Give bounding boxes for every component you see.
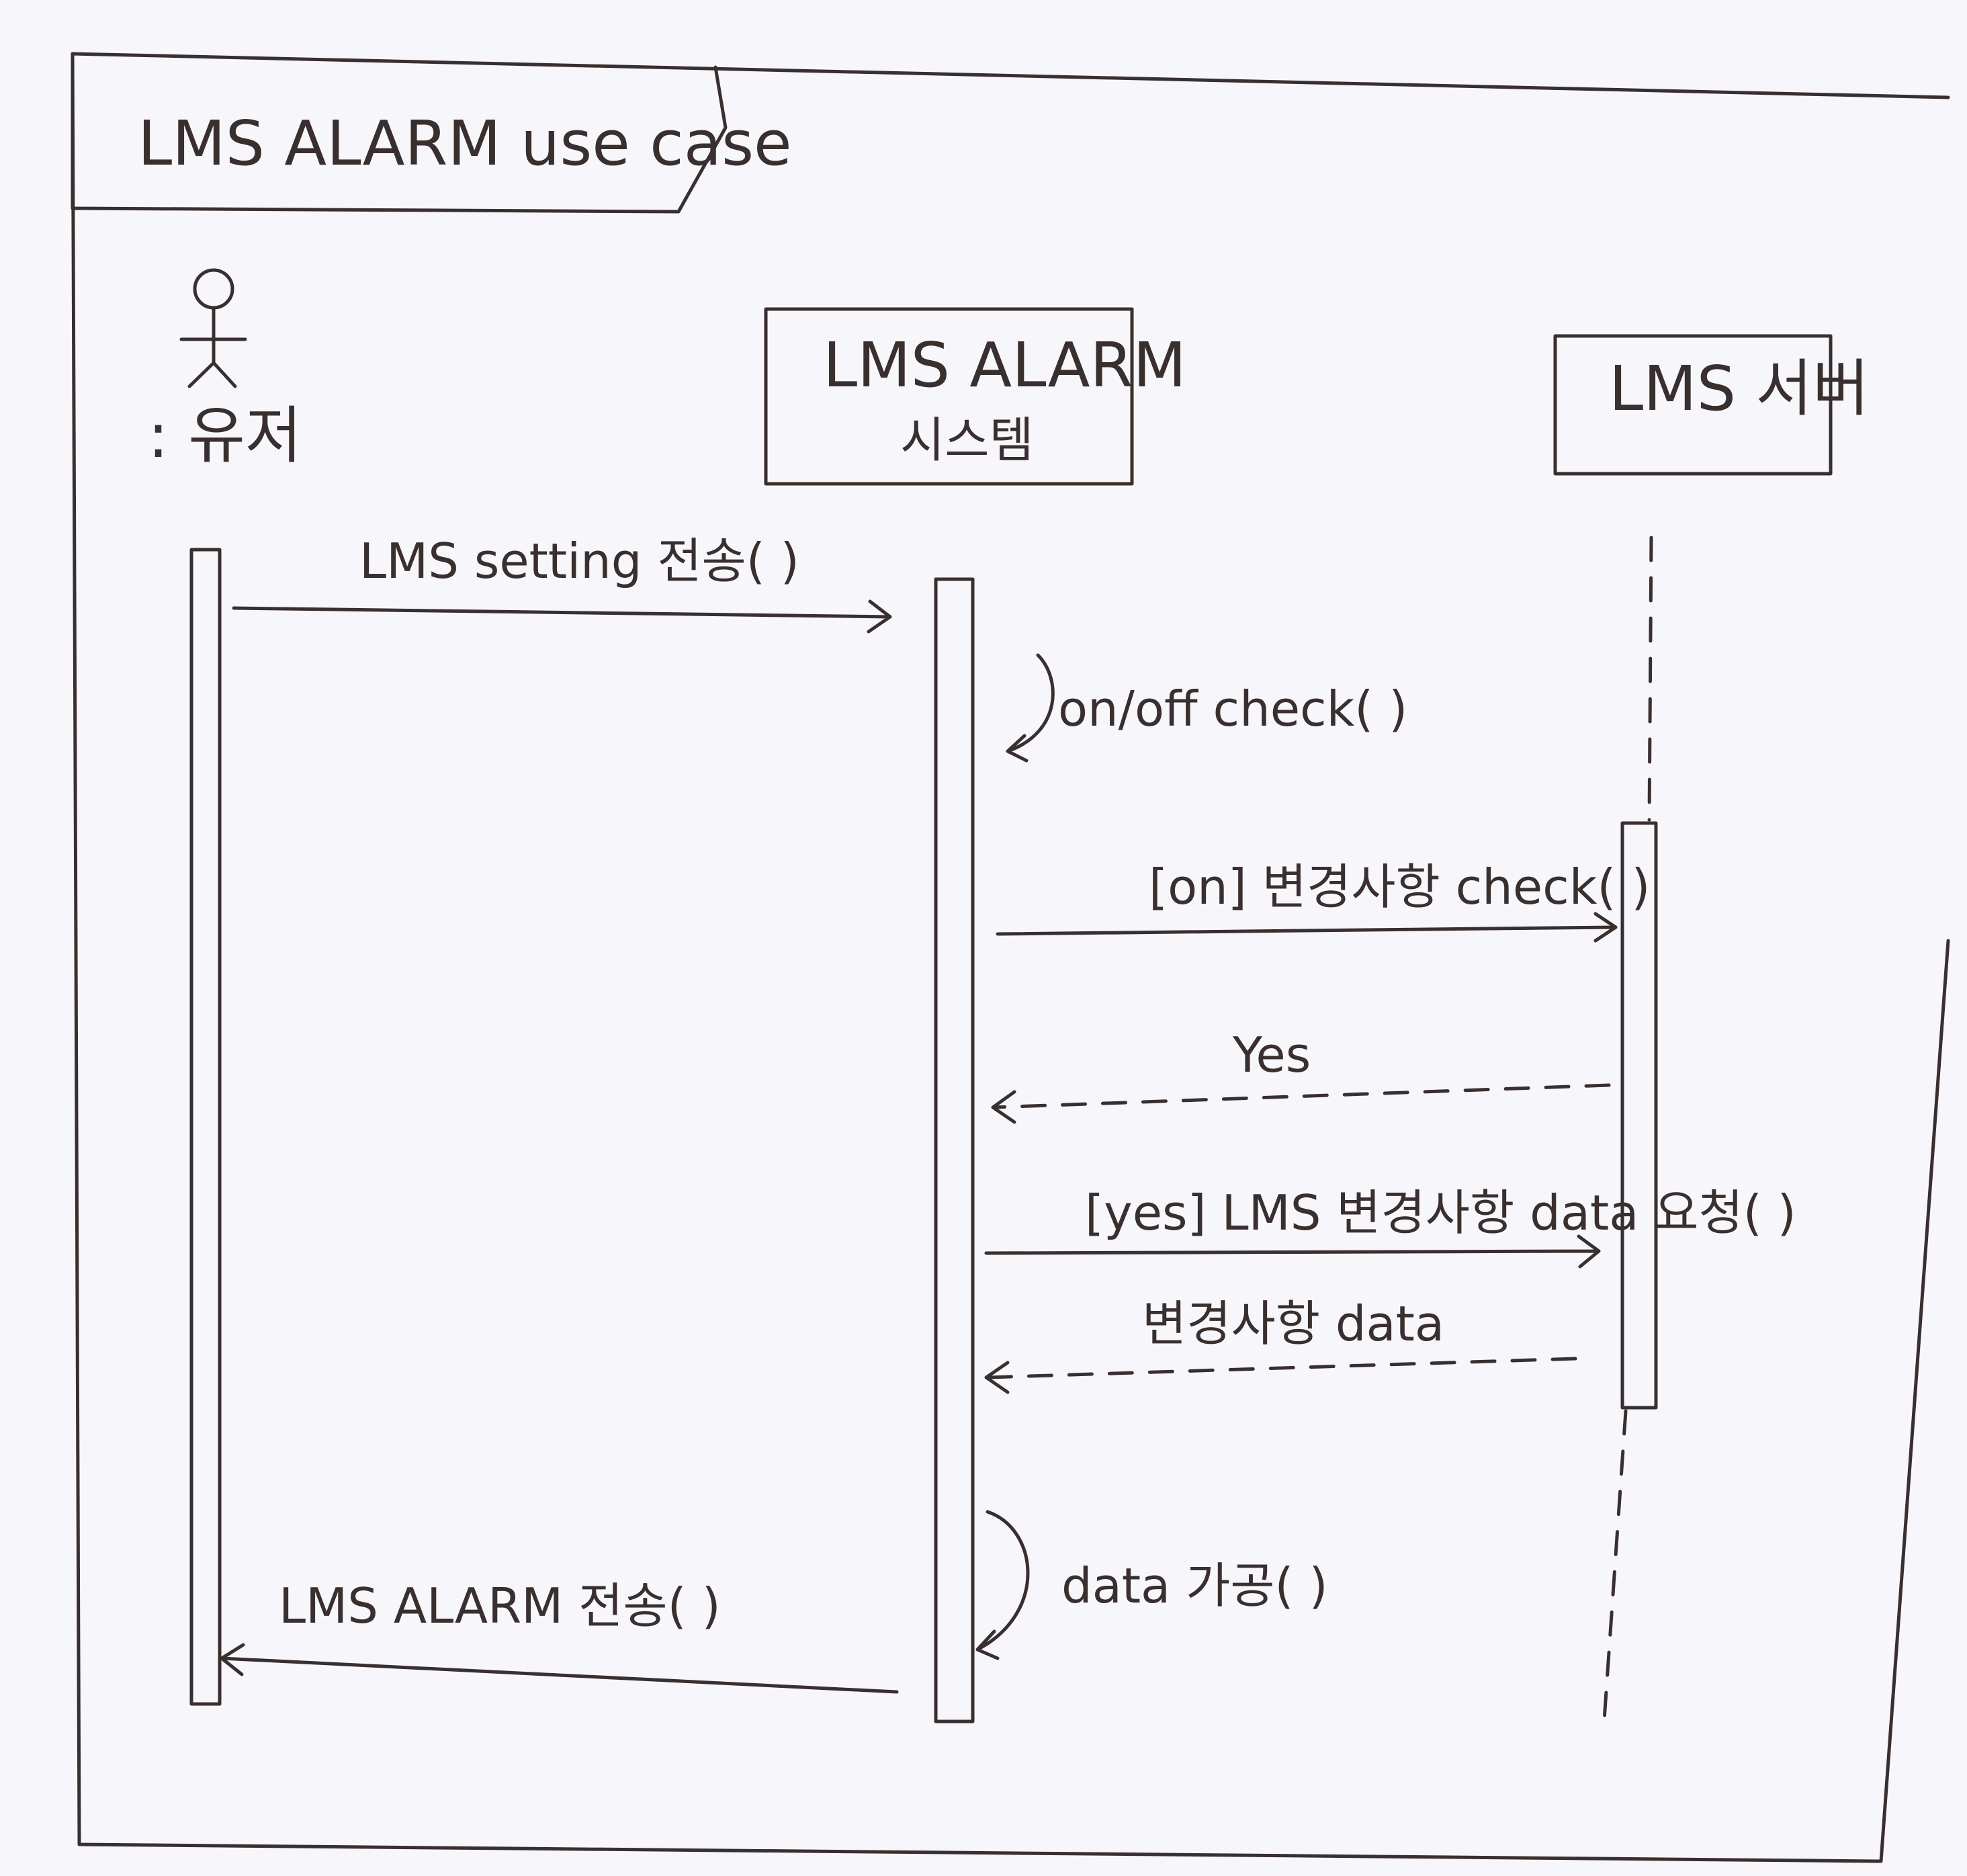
server-lifeline-bottom (1602, 1409, 1628, 1722)
message-arrowhead-yes (991, 1090, 1016, 1124)
message-label-onoff: on/off check( ) (1058, 681, 1407, 737)
frame-title-tab (71, 52, 728, 214)
message-arrow-process-self (975, 1510, 1030, 1660)
message-label-alarm-send: LMS ALARM 전송( ) (279, 1578, 721, 1634)
message-arrow-data-request (984, 1234, 1601, 1269)
system-activation-bar (934, 577, 975, 1723)
message-label-process: data 가공( ) (1061, 1558, 1328, 1614)
message-arrow-setting (232, 599, 892, 634)
message-arrow-yes (992, 1083, 1611, 1109)
frame-border (71, 52, 1950, 1863)
message-label-change-check: [on] 변경사항 check( ) (1149, 859, 1650, 915)
message-arrow-change-data (986, 1357, 1577, 1379)
user-actor-label: : 유저 (148, 400, 302, 472)
server-actor-label: LMS 서버 (1609, 353, 1870, 425)
server-activation-bar (1620, 821, 1658, 1410)
message-label-change-data: 변경사항 data (1142, 1295, 1444, 1352)
system-actor-label-line2: 시스템 (900, 412, 1034, 468)
user-actor-icon (179, 268, 247, 388)
frame-title: LMS ALARM use case (138, 108, 792, 179)
message-label-data-request: [yes] LMS 변경사항 data 요청( ) (1085, 1185, 1796, 1241)
message-label-setting: LMS setting 전송( ) (359, 533, 799, 589)
message-label-yes: Yes (1232, 1027, 1311, 1083)
system-actor-label-line1: LMS ALARM (823, 329, 1186, 401)
server-actor-box (1553, 334, 1833, 476)
system-actor-box (764, 307, 1134, 486)
message-arrowhead-change-data (984, 1361, 1010, 1394)
server-lifeline-top (1647, 536, 1653, 822)
message-arrow-onoff-self (1006, 653, 1055, 763)
message-arrow-change-check (996, 912, 1618, 943)
user-activation-bar (189, 548, 222, 1706)
message-arrow-alarm-send (220, 1643, 899, 1694)
